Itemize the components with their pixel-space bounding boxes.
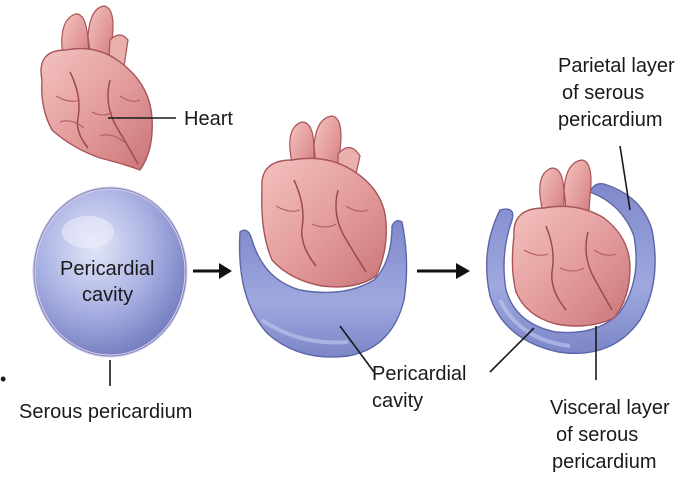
parietal-layer-label-line2: of serous <box>562 82 644 104</box>
visceral-layer-label-line1: Visceral layer <box>550 397 670 419</box>
bullet-marker: • <box>0 369 6 389</box>
heart-label: Heart <box>184 108 233 130</box>
pericardial-cavity-label-1-line2: cavity <box>82 284 133 306</box>
visceral-layer-label-line2: of serous <box>556 424 638 446</box>
pericardial-cavity-label-1-line1: Pericardial <box>60 258 154 280</box>
pericardial-cavity-label-2-line1: Pericardial <box>372 363 466 385</box>
visceral-layer-label-line3: pericardium <box>552 451 656 473</box>
heart-illustration-1 <box>41 6 152 170</box>
pericardial-cavity-3-leader-line <box>490 328 534 372</box>
heart-illustration-2 <box>262 116 387 287</box>
parietal-layer-label-line1: Parietal layer <box>558 55 675 77</box>
parietal-layer-label-line3: pericardium <box>558 109 662 131</box>
heart-illustration-3 <box>512 160 630 326</box>
pericardial-cavity-label-2-line2: cavity <box>372 390 423 412</box>
arrow-right-icon <box>417 263 470 279</box>
arrow-right-icon <box>193 263 232 279</box>
serous-pericardium-label: Serous pericardium <box>19 401 192 423</box>
